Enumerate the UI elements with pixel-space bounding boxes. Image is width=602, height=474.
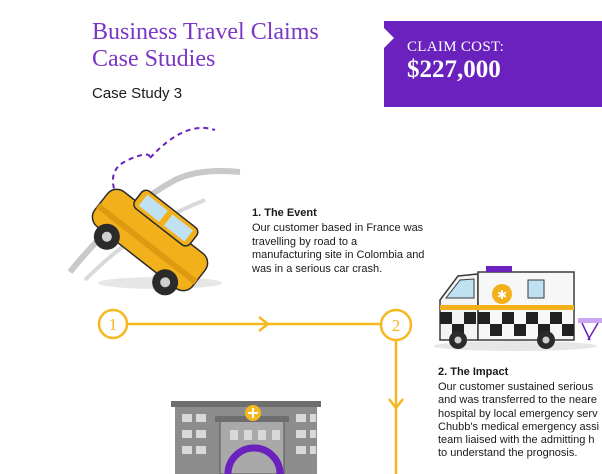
step-2-marker: 2 [379, 308, 413, 342]
impact-line: and was transferred to the neare [438, 394, 597, 407]
arrow-right-icon [258, 316, 271, 332]
step-2-number: 2 [392, 316, 401, 335]
impact-line: hospital by local emergency serv [438, 407, 598, 420]
hospital-icon [171, 401, 321, 474]
page-title-line2: Case Studies [92, 46, 216, 72]
overturned-car-icon [67, 126, 241, 296]
step-1-number: 1 [109, 315, 118, 334]
impact-line: Chubb's medical emergency assi [438, 420, 600, 433]
claim-cost-banner [384, 21, 602, 107]
svg-text:✱: ✱ [497, 288, 507, 302]
claim-cost-label: CLAIM COST: [407, 39, 505, 55]
impact-heading: 2. The Impact [438, 366, 509, 378]
event-heading: 1. The Event [252, 207, 317, 219]
page-title: Business Travel Claims Case Studies [92, 19, 319, 73]
impact-line: team liaised with the admitting h [438, 434, 595, 447]
event-description: Our customer based in France was travell… [252, 222, 425, 275]
impact-line: Our customer sustained serious [438, 381, 594, 393]
claim-banner-notch [384, 28, 394, 48]
ambulance-icon: ✱ [433, 266, 602, 351]
case-study-label: Case Study 3 [92, 85, 183, 102]
step-1-marker: 1 [97, 308, 129, 340]
impact-description: Our customer sustained serious and was t… [438, 381, 602, 461]
claim-cost-value: $227,000 [407, 56, 501, 83]
timeline: 1 2 [97, 308, 413, 474]
impact-line: to understand the prognosis. [438, 447, 578, 460]
page-title-line1: Business Travel Claims [92, 19, 319, 45]
arrow-down-icon [388, 398, 404, 411]
